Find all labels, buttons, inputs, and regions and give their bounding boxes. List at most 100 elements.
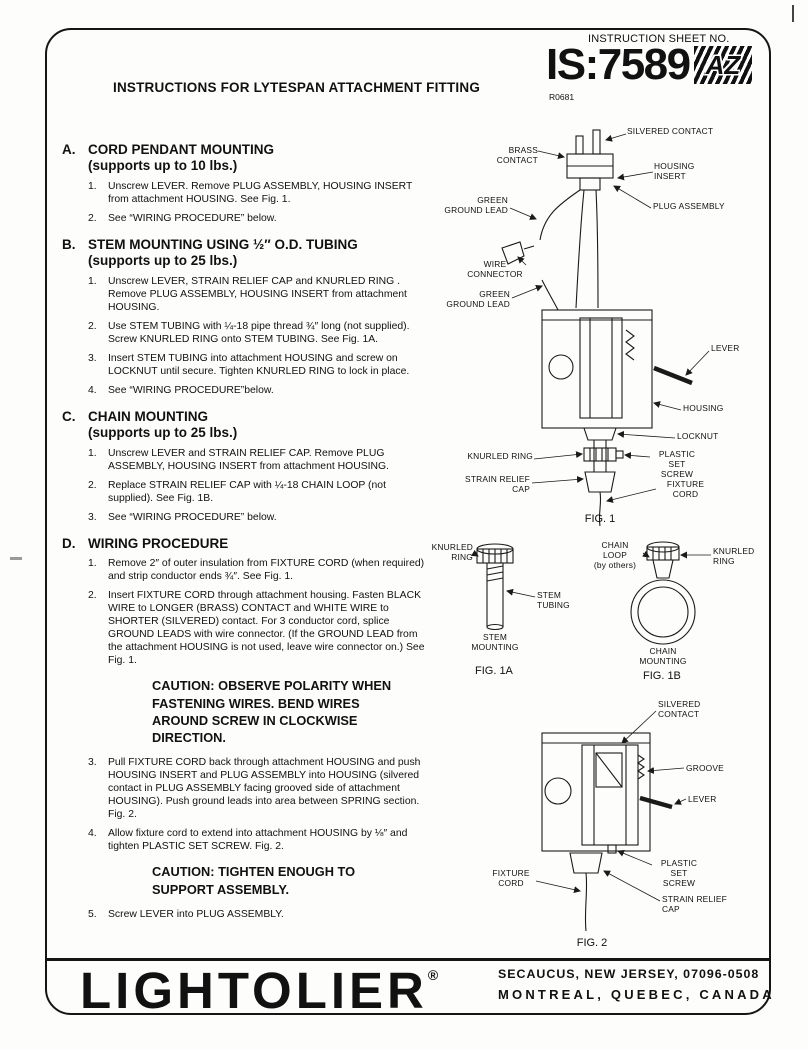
step-text: Use STEM TUBING with ¼-18 pipe thread ¾″… [108,320,410,345]
step-text: Insert FIXTURE CORD through attachment h… [108,590,425,667]
caution-tighten: CAUTION: TIGHTEN ENOUGH TO SUPPORT ASSEM… [152,864,356,897]
step-number: 3. [88,511,97,523]
label-silvered-contact: SILVERED CONTACT [627,126,714,136]
figure-2-line-art [535,710,687,932]
step-text: Pull FIXTURE CORD back through attachmen… [108,757,421,821]
step: 1. Unscrew LEVER. Remove PLUG ASSEMBLY, … [88,180,430,206]
label-groove: GROOVE [686,763,724,773]
step-number: 2. [88,479,97,491]
scan-artifact-mark [10,557,22,560]
step-text: Unscrew LEVER. Remove PLUG ASSEMBLY, HOU… [108,180,413,205]
label-stem-mounting: STEM MOUNTING [471,632,519,652]
step-text: Screw LEVER into PLUG ASSEMBLY. [108,908,284,920]
step-number: 5. [88,908,97,920]
page-border [45,28,771,1015]
figure-2: SILVERED CONTACT GROOVE LEVER PLASTIC SE… [470,695,775,957]
section-title: CHAIN MOUNTING [88,408,208,424]
section-chain-mounting: C. CHAIN MOUNTING (supports up to 25 lbs… [62,409,430,524]
label-chain-loop-text: CHAIN LOOP [601,540,629,560]
label-stem-tubing: STEM TUBING [537,590,570,610]
step: 2. Insert FIXTURE CORD through attachmen… [88,589,430,667]
section-heading: A. CORD PENDANT MOUNTING (supports up to… [62,142,430,175]
label-housing: HOUSING [683,403,724,413]
section-wiring-procedure: D. WIRING PROCEDURE 1. Remove 2″ of oute… [62,536,430,921]
figure-1b-line-art [630,541,711,645]
address-line-1: SECAUCUS, NEW JERSEY, 07096-0508 [498,967,760,981]
step-text: Unscrew LEVER, STRAIN RELIEF CAP and KNU… [108,275,407,313]
step-text: Remove 2″ of outer insulation from FIXTU… [108,558,425,583]
label-brass-contact: BRASS CONTACT [496,145,538,165]
label-strain-relief-cap: STRAIN RELIEF CAP [662,894,727,914]
step: 5. Screw LEVER into PLUG ASSEMBLY. [88,908,430,921]
label-lever: LEVER [688,794,717,804]
section-letter: B. [62,236,76,252]
step-number: 3. [88,757,97,769]
footer-divider [46,958,770,961]
step: 3. Insert STEM TUBING into attachment HO… [88,352,430,378]
figure-1a: KNURLED RING STEM TUBING STEM MOUNTING F… [425,535,585,690]
section-title: STEM MOUNTING USING ½″ O.D. TUBING [88,236,358,252]
section-subtitle: (supports up to 25 lbs.) [88,425,238,441]
step-number: 4. [88,828,97,840]
sheet-number-label: INSTRUCTION SHEET NO. [588,33,730,45]
figure-2-caption: FIG. 2 [576,937,608,949]
step-text: Allow fixture cord to extend into attach… [108,828,408,853]
section-letter: C. [62,408,76,424]
step-number: 2. [88,212,97,224]
label-chain-loop: CHAIN LOOP (by others) [589,540,641,571]
step: 2. Use STEM TUBING with ¼-18 pipe thread… [88,320,430,346]
label-housing-insert: HOUSING INSERT [654,161,695,181]
section-heading: C. CHAIN MOUNTING (supports up to 25 lbs… [62,409,430,442]
figure-1b: CHAIN LOOP (by others) KNURLED RING CHAI… [585,535,775,690]
section-title: CORD PENDANT MOUNTING [88,142,274,157]
az-logo: AZ [694,46,752,84]
step: 4. Allow fixture cord to extend into att… [88,827,430,853]
step: 2. Replace STRAIN RELIEF CAP with ¼-18 C… [88,479,430,505]
lightolier-logo: LIGHTOLIER® [80,961,438,1020]
label-chain-mounting: CHAIN MOUNTING [639,646,687,666]
step-number: 1. [88,275,97,287]
figure-1b-caption: FIG. 1B [643,670,681,682]
figure-1a-line-art [471,543,536,631]
label-green-ground-lead: GREEN GROUND LEAD [446,289,510,309]
label-chain-loop-note: (by others) [593,559,637,570]
label-strain-relief-cap: STRAIN RELIEF CAP [465,474,530,494]
section-letter: D. [62,535,76,551]
step-text: Unscrew LEVER and STRAIN RELIEF CAP. Rem… [108,447,390,472]
figure-1a-caption: FIG. 1A [475,665,513,677]
step-number: 1. [88,558,97,570]
section-heading: D. WIRING PROCEDURE [62,536,430,552]
label-locknut: LOCKNUT [677,431,719,441]
revision-code: R0681 [549,92,575,102]
section-title: WIRING PROCEDURE [88,535,229,551]
step-text: See “WIRING PROCEDURE” below. [108,212,277,224]
document-title: INSTRUCTIONS FOR LYTESPAN ATTACHMENT FIT… [113,80,481,95]
step: 1. Unscrew LEVER and STRAIN RELIEF CAP. … [88,447,430,473]
step-number: 1. [88,447,97,459]
step-number: 1. [88,180,97,192]
label-knurled-ring: KNURLED RING [431,542,473,562]
section-stem-mounting: B. STEM MOUNTING USING ½″ O.D. TUBING (s… [62,237,430,397]
step: 3. Pull FIXTURE CORD back through attach… [88,756,430,821]
label-knurled-ring: KNURLED RING [713,546,755,566]
instructions-column: A. CORD PENDANT MOUNTING (supports up to… [62,142,430,933]
step-text: Insert STEM TUBING into attachment HOUSI… [108,352,410,377]
label-plug-assembly: PLUG ASSEMBLY [653,201,725,211]
label-fixture-cord: FIXTURE CORD [666,479,705,499]
footer-address: SECAUCUS, NEW JERSEY, 07096-0508 MONTREA… [498,967,775,1002]
lightolier-logo-text: LIGHTOLIER [80,962,428,1019]
address-line-2: MONTREAL, QUEBEC, CANADA [498,987,775,1002]
figure-1-caption: FIG. 1 [584,513,616,525]
figure-1: SILVERED CONTACT BRASS CONTACT HOUSING I… [430,120,775,532]
step-number: 2. [88,590,97,602]
page-edge-mark [792,5,794,22]
registered-mark: ® [427,967,439,983]
label-plastic-set-screw: PLASTIC SET SCREW [660,858,698,888]
section-subtitle: (supports up to 10 lbs.) [88,158,238,174]
section-heading: B. STEM MOUNTING USING ½″ O.D. TUBING (s… [62,237,430,270]
az-logo-text: AZ [705,49,741,80]
sheet-number: IS:7589 [546,40,691,89]
label-plastic-set-screw: PLASTIC SET SCREW [658,449,696,479]
step-number: 2. [88,320,97,332]
